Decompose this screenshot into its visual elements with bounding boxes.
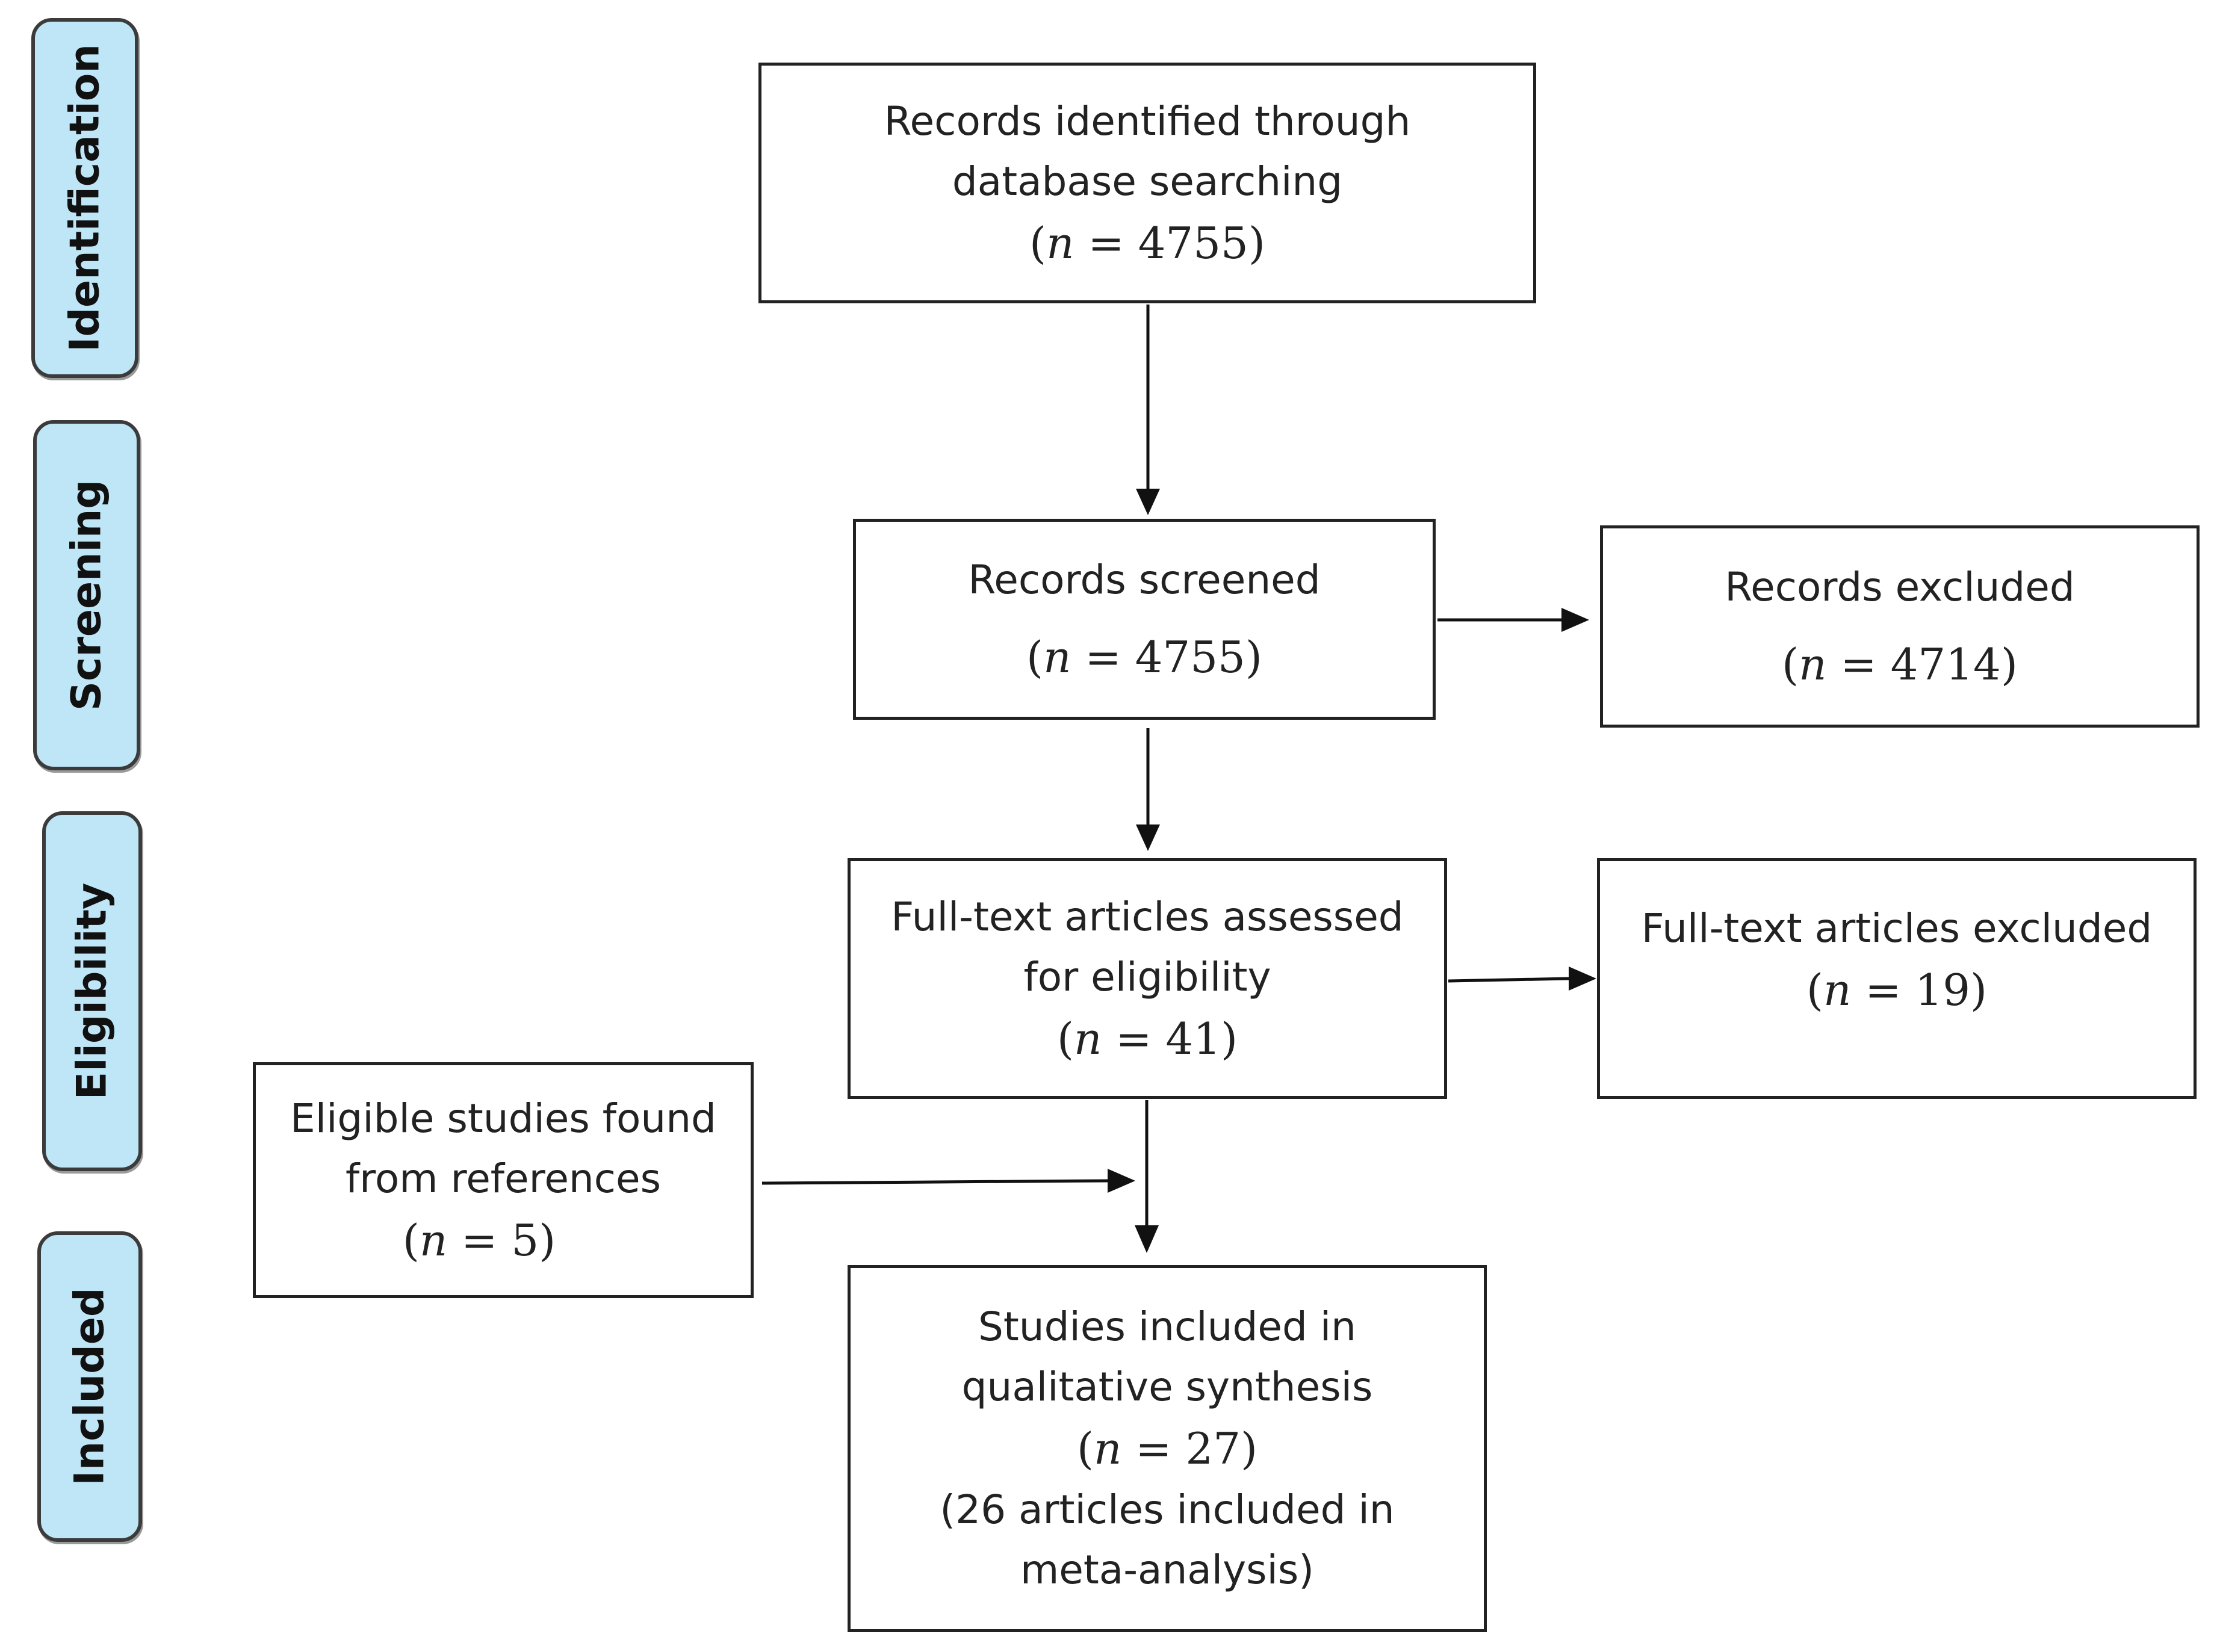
box-count: (n = 27) [1076, 1423, 1258, 1474]
box-line: Full-text articles excluded [1641, 905, 2153, 951]
box-count: (n = 19) [1806, 965, 1988, 1015]
box-line: Records excluded [1725, 564, 2075, 610]
n-value: 4755 [1138, 218, 1248, 268]
box-count: (n = 5) [402, 1215, 556, 1266]
arrowhead [1135, 1225, 1159, 1253]
box-line: qualitative synthesis [961, 1364, 1373, 1410]
n-symbol: n [419, 1215, 448, 1266]
n-value: 27 [1185, 1423, 1241, 1474]
box-line: Full-text articles assessed [891, 894, 1404, 940]
phase-screening: Screening [33, 420, 140, 770]
n-symbol: n [1073, 1013, 1102, 1064]
arrowhead [1108, 1169, 1135, 1193]
box-count: (n = 41) [1056, 1013, 1238, 1064]
phase-identification: Identification [31, 18, 138, 378]
box-line: (26 articles included in [940, 1486, 1395, 1533]
arrow-assessed-to-fulltext-excluded [1448, 977, 1569, 983]
n-symbol: n [1823, 965, 1852, 1015]
box-line: Eligible studies found [290, 1095, 716, 1142]
box-records-excluded: Records excluded (n = 4714) [1600, 525, 2200, 728]
box-count: (n = 4755) [1029, 218, 1265, 268]
n-value: 19 [1915, 965, 1971, 1015]
box-fulltext-excluded: Full-text articles excluded (n = 19) [1597, 858, 2197, 1099]
box-fulltext-assessed: Full-text articles assessed for eligibil… [848, 858, 1447, 1099]
arrowhead [1136, 489, 1160, 515]
box-studies-included: Studies included in qualitative synthesi… [848, 1265, 1487, 1632]
n-value: 4714 [1890, 639, 2001, 690]
phase-eligibility: Eligibility [42, 811, 142, 1171]
box-line: from references [345, 1155, 662, 1202]
box-references: Eligible studies found from references (… [253, 1062, 754, 1298]
box-line: database searching [952, 158, 1343, 205]
n-value: 5 [511, 1215, 539, 1266]
box-line: Records identified through [884, 98, 1411, 144]
arrow-references-to-flow [761, 1179, 1108, 1185]
arrowhead [1561, 608, 1589, 632]
box-count: (n = 4755) [1026, 632, 1262, 682]
n-value: 41 [1165, 1013, 1221, 1064]
n-value: 4755 [1135, 632, 1245, 682]
box-line: Records screened [968, 557, 1321, 603]
box-line: meta-analysis) [1020, 1547, 1314, 1593]
phase-included: Included [37, 1231, 142, 1542]
box-line: Studies included in [978, 1304, 1356, 1350]
box-records-identified: Records identified through database sear… [758, 63, 1536, 303]
box-line: for eligibility [1023, 954, 1271, 1000]
arrowhead [1569, 967, 1596, 991]
arrowhead [1136, 824, 1160, 851]
n-symbol: n [1043, 632, 1071, 682]
box-records-screened: Records screened (n = 4755) [853, 519, 1436, 720]
n-symbol: n [1093, 1423, 1122, 1474]
n-symbol: n [1799, 639, 1827, 690]
box-count: (n = 4714) [1782, 639, 2018, 690]
n-symbol: n [1046, 218, 1074, 268]
